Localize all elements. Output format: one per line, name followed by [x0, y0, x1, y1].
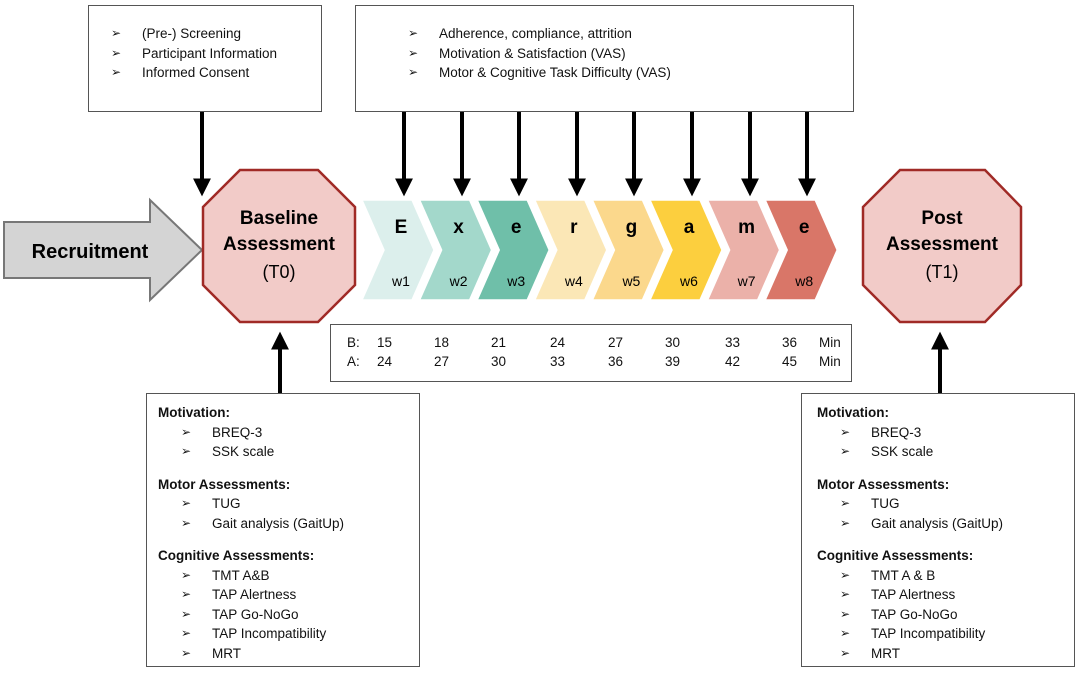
motor-title: Motor Assessments:: [817, 476, 950, 492]
row-b-value: 36: [782, 335, 798, 350]
connector-arrows: [193, 112, 949, 393]
motivation-title: Motivation:: [158, 405, 230, 420]
list-item: MRT: [158, 644, 419, 664]
recruitment-arrow: Recruitment: [3, 197, 204, 303]
row-a-value: 33: [550, 354, 566, 369]
week-chevron-4: [533, 199, 608, 301]
chevron-week-label: w4: [564, 273, 583, 289]
weekly-measures-box: Adherence, compliance, attrition Motivat…: [355, 5, 854, 112]
list-item: MRT: [817, 644, 1074, 664]
baseline-measures-box: Motivation: BREQ-3 SSK scale Motor Asses…: [146, 393, 420, 667]
row-a-value: 30: [491, 354, 507, 369]
row-b-value: 24: [550, 335, 566, 350]
chevron-letter: e: [799, 217, 810, 238]
row-b-value: 33: [725, 335, 741, 350]
chevron-week-label: w6: [679, 273, 698, 289]
adherence-item: Adherence, compliance, attrition: [408, 24, 853, 44]
chevron-letter: x: [453, 217, 464, 238]
list-item: TAP Alertness: [158, 585, 419, 605]
list-item: TAP Alertness: [817, 585, 1074, 605]
list-item: Gait analysis (GaitUp): [158, 514, 419, 534]
list-item: SSK scale: [817, 442, 1074, 462]
informed-consent-item: Informed Consent: [111, 63, 321, 83]
list-item: TMT A & B: [817, 566, 1074, 586]
chevron-letter: r: [570, 217, 578, 238]
list-item: TUG: [158, 494, 419, 514]
chevron-letter: g: [626, 217, 638, 238]
list-item: TAP Incompatibility: [817, 624, 1074, 644]
week-chevron-5: [591, 199, 666, 301]
participant-info-item: Participant Information: [111, 44, 321, 64]
week-chevron-7: [706, 199, 781, 301]
list-item: TAP Incompatibility: [158, 624, 419, 644]
chevron-week-label: w8: [794, 273, 813, 289]
motor-title: Motor Assessments:: [158, 476, 291, 492]
post-line1: Post: [921, 208, 963, 229]
row-a-value: 42: [725, 354, 741, 369]
chevron-week-label: w5: [621, 273, 640, 289]
chevron-letter: e: [511, 217, 522, 238]
row-a-unit: Min: [819, 354, 841, 369]
row-b-label: B:: [347, 335, 360, 350]
motivation-title: Motivation:: [817, 405, 889, 420]
list-item: SSK scale: [158, 442, 419, 462]
chevron-letter: m: [738, 217, 755, 238]
row-a-value: 36: [608, 354, 624, 369]
row-a-value: 24: [377, 354, 393, 369]
post-line3: (T1): [926, 262, 959, 282]
row-b-value: 21: [491, 335, 507, 350]
chevron-week-label: w2: [449, 273, 468, 289]
week-chevron-6: [648, 199, 723, 301]
chevron-letter: E: [395, 217, 408, 238]
session-minutes-box: B: 15 18 21 24 27 30 33 36 Min A: 24 27 …: [330, 324, 852, 382]
chevron-week-label: w1: [391, 273, 410, 289]
week-chevron-3: [476, 199, 551, 301]
row-b-value: 18: [434, 335, 450, 350]
baseline-line3: (T0): [263, 262, 296, 282]
post-measures-box: Motivation: BREQ-3 SSK scale Motor Asses…: [801, 393, 1075, 667]
screening-box: (Pre-) Screening Participant Information…: [88, 5, 322, 112]
row-b-value: 30: [665, 335, 681, 350]
week-chevron-1: [360, 199, 435, 301]
motivation-satisfaction-item: Motivation & Satisfaction (VAS): [408, 44, 853, 64]
row-a-value: 45: [782, 354, 798, 369]
list-item: BREQ-3: [817, 423, 1074, 443]
cognitive-title: Cognitive Assessments:: [817, 548, 974, 563]
recruitment-label: Recruitment: [32, 241, 149, 263]
list-item: Gait analysis (GaitUp): [817, 514, 1074, 534]
row-b-value: 15: [377, 335, 393, 350]
week-chevron-2: [418, 199, 493, 301]
row-b-unit: Min: [819, 335, 841, 350]
row-a-value: 39: [665, 354, 681, 369]
chevron-week-label: w7: [737, 273, 756, 289]
list-item: TAP Go-NoGo: [817, 605, 1074, 625]
list-item: BREQ-3: [158, 423, 419, 443]
baseline-line2: Assessment: [223, 234, 336, 255]
list-item: TMT A&B: [158, 566, 419, 586]
week-chevron-8: [764, 199, 839, 301]
row-a-label: A:: [347, 354, 360, 369]
chevron-letter: a: [684, 217, 695, 238]
cognitive-title: Cognitive Assessments:: [158, 548, 315, 563]
row-a-value: 27: [434, 354, 450, 369]
row-b-value: 27: [608, 335, 624, 350]
screening-item: (Pre-) Screening: [111, 24, 321, 44]
task-difficulty-item: Motor & Cognitive Task Difficulty (VAS): [408, 63, 853, 83]
baseline-assessment-octagon: Baseline Assessment (T0): [201, 168, 357, 324]
post-line2: Assessment: [886, 234, 999, 255]
week-chevrons: Ew1 x w2 e w3 r w4 g w5 a w6 m w7 e w8: [360, 199, 839, 301]
baseline-line1: Baseline: [240, 208, 318, 229]
list-item: TAP Go-NoGo: [158, 605, 419, 625]
chevron-week-label: w3: [506, 273, 525, 289]
post-assessment-octagon: Post Assessment (T1): [861, 168, 1023, 324]
list-item: TUG: [817, 494, 1074, 514]
